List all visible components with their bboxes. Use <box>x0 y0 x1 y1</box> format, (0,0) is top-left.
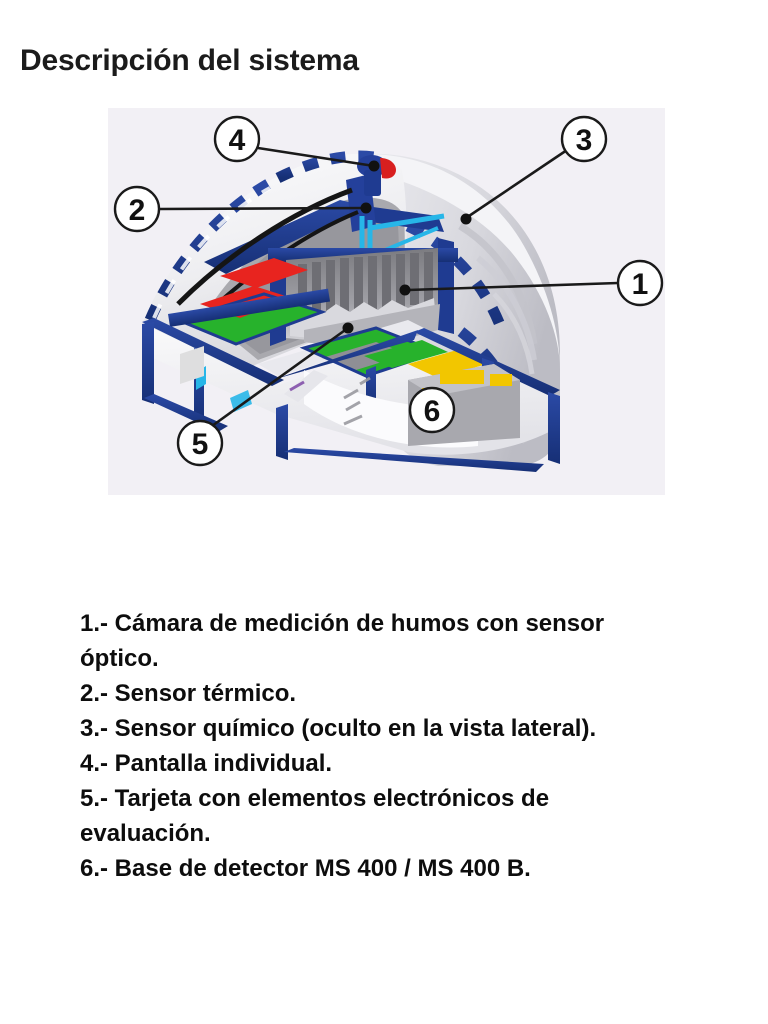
electronics-pcb-left <box>168 258 331 346</box>
callout-6-label: 6 <box>424 395 441 428</box>
callout-6[interactable]: 6 <box>408 386 456 434</box>
description-line: óptico. <box>80 645 159 672</box>
base-post <box>180 346 204 384</box>
smoke-measuring-chamber <box>268 238 458 346</box>
leader-line-2 <box>158 206 367 211</box>
callout-markers: 1 2 3 4 5 6 <box>113 115 664 467</box>
callout-leader-dots <box>342 160 472 334</box>
callout-2-label: 2 <box>129 194 146 227</box>
description-line: 2.- Sensor térmico. <box>80 680 297 707</box>
leader-dot-2 <box>360 202 372 214</box>
description-line: evaluación. <box>80 820 211 847</box>
leader-line-5 <box>211 326 349 428</box>
callout-3[interactable]: 3 <box>560 115 608 163</box>
callout-4-label: 4 <box>229 124 246 157</box>
callout-1-label: 1 <box>632 268 649 301</box>
description-line: 1.- Cámara de medición de humos con sens… <box>80 610 605 637</box>
callout-5-label: 5 <box>192 428 209 461</box>
detector-cutaway-figure: 1 2 3 4 5 6 <box>108 108 665 495</box>
leader-dot-1 <box>399 284 411 296</box>
leader-line-3 <box>465 148 568 220</box>
leader-line-1 <box>407 281 619 292</box>
callout-1[interactable]: 1 <box>616 259 664 307</box>
housing-rim-segments-inner <box>152 186 271 319</box>
page-title: Descripción del sistema <box>20 44 359 78</box>
description-line: 3.- Sensor químico (oculto en la vista l… <box>80 715 597 742</box>
callout-3-label: 3 <box>576 124 593 157</box>
callout-5[interactable]: 5 <box>176 419 224 467</box>
callout-4[interactable]: 4 <box>213 115 261 163</box>
leader-dot-4 <box>368 160 380 172</box>
leader-line-4 <box>257 146 375 168</box>
description-line: 4.- Pantalla individual. <box>80 750 333 777</box>
base-clip-2 <box>230 390 252 412</box>
component-description-list: 1.- Cámara de medición de humos con sens… <box>80 606 720 886</box>
description-line: 5.- Tarjeta con elementos electrónicos d… <box>80 785 550 812</box>
callout-leader-lines <box>158 146 619 428</box>
detector-cutaway-illustration: 1 2 3 4 5 6 <box>108 108 665 495</box>
leader-dot-3 <box>460 213 472 225</box>
description-line: 6.- Base de detector MS 400 / MS 400 B. <box>80 855 531 882</box>
callout-2[interactable]: 2 <box>113 185 161 233</box>
leader-dot-5 <box>342 322 354 334</box>
